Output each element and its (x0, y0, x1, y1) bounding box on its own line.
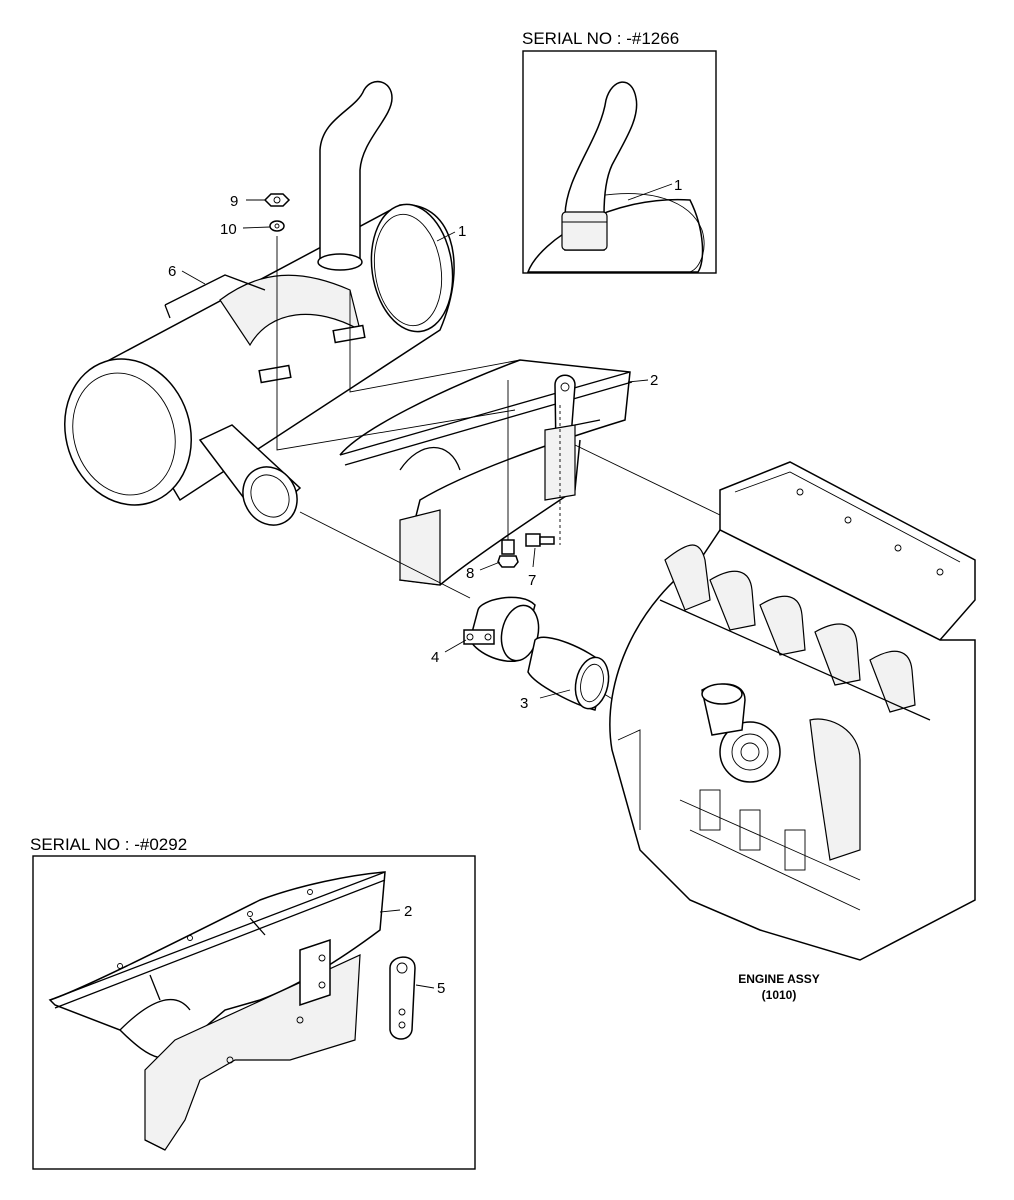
inset-hanger-socket (299, 938, 331, 1007)
inset-top-callout-1: 1 (674, 177, 682, 194)
bolt-icon (501, 539, 515, 555)
muffler-rear-end (370, 203, 454, 333)
muffler-band-clamp (219, 274, 361, 347)
explosion-guide-lines (276, 236, 721, 729)
inset-bottom-caption: SERIAL NO : -#0292 (30, 835, 187, 854)
inset-top-exhaust-stack (564, 81, 638, 251)
inset-bottom-callout-2: 2 (404, 903, 412, 920)
callout-4: 4 (431, 649, 439, 666)
callout-10: 10 (220, 221, 237, 238)
bracket-body (339, 359, 631, 586)
callout-1: 1 (458, 223, 466, 240)
inset-top-frame (522, 50, 717, 274)
callout-6: 6 (168, 263, 176, 280)
callout-2: 2 (650, 372, 658, 389)
clamp-bolt-block (463, 629, 495, 645)
inset-top-muffler-body (526, 198, 704, 273)
inset-bracket-support (144, 954, 361, 1151)
inlet-flare (242, 466, 298, 526)
nut-icon (263, 193, 291, 207)
washer-icon (269, 220, 285, 232)
callout-8: 8 (466, 565, 474, 582)
inset-top-caption: SERIAL NO : -#1266 (522, 29, 679, 48)
inset-bottom-callout-5: 5 (437, 980, 445, 997)
muffler-assembly (64, 80, 455, 526)
inset-top: SERIAL NO : -#1266 1 (522, 29, 717, 274)
engine-block (609, 529, 976, 961)
exhaust-connector (463, 596, 610, 711)
callout-3: 3 (520, 695, 528, 712)
band-foot-left (258, 364, 292, 384)
exhaust-stack (319, 80, 393, 263)
bolt-horizontal-icon (525, 533, 541, 547)
callout-9: 9 (230, 193, 238, 210)
engine-assy-ref: (1010) (762, 988, 797, 1002)
inset-bottom: SERIAL NO : -#0292 2 5 (30, 835, 476, 1170)
inset-top-stack-collar (561, 211, 608, 251)
engine-assy-title: ENGINE ASSY (738, 972, 820, 986)
inset-hanger-plate (389, 956, 416, 1040)
bracket-leg (399, 509, 441, 586)
engine-turbocharger (719, 721, 781, 783)
mounting-bracket (339, 359, 633, 586)
inset-bottom-frame (32, 855, 476, 1170)
engine-assy: ENGINE ASSY (1010) (609, 461, 976, 1002)
callout-7: 7 (528, 572, 536, 589)
callouts: 1 2 3 4 6 7 8 9 10 (168, 193, 658, 712)
